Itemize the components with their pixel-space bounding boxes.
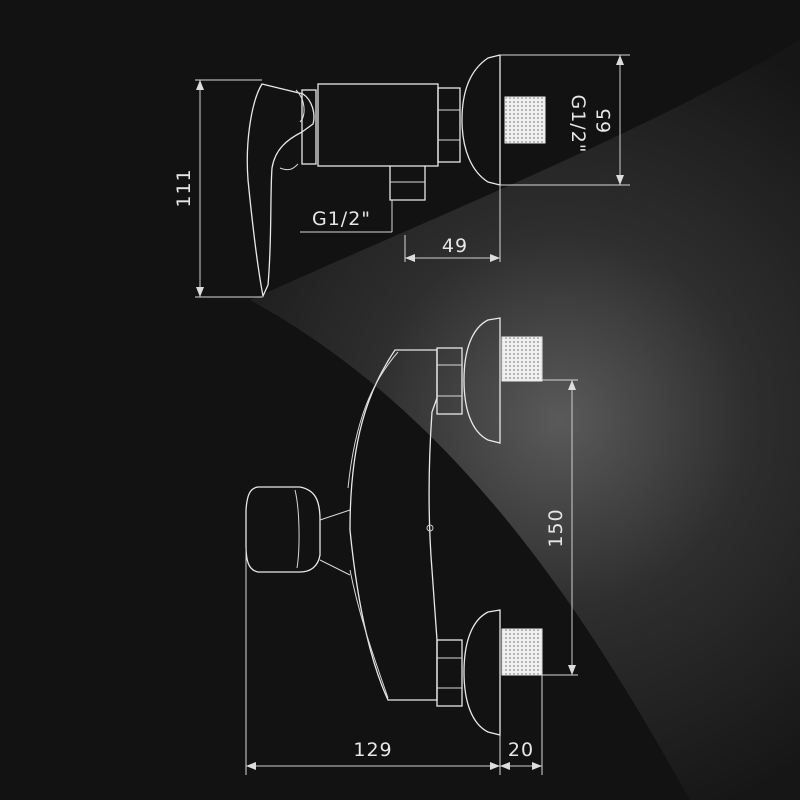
dim-arrow-49-left — [405, 254, 415, 262]
front-top-flange — [463, 317, 501, 444]
front-handle-link-bottom — [319, 559, 351, 576]
top-view: 111 G1/2" 49 G1/2" 65 — [173, 54, 630, 299]
dim-label-150: 150 — [545, 508, 567, 547]
top-lever-handle — [246, 83, 315, 299]
background-light-arc — [250, 40, 800, 800]
top-lever-edge — [295, 89, 305, 123]
front-handle-curve — [294, 489, 300, 569]
dim-label-129: 129 — [353, 739, 392, 761]
front-view: 150 129 20 — [245, 317, 578, 775]
top-outlet — [389, 166, 426, 201]
dim-arrow-150-top — [568, 380, 576, 390]
dim-arrow-111-bottom — [196, 287, 204, 297]
front-bottom-nut — [436, 639, 463, 707]
front-body-dot — [426, 524, 434, 532]
dim-arrow-49-right — [490, 254, 500, 262]
front-bottom-flange — [463, 609, 501, 736]
dim-label-65: 65 — [593, 107, 615, 133]
front-top-nut — [436, 347, 463, 415]
top-nut — [437, 87, 461, 163]
top-body-collar — [301, 89, 317, 165]
dim-arrow-150-bottom — [568, 665, 576, 675]
front-handle — [245, 486, 321, 573]
front-handle-link-top — [319, 509, 351, 521]
dim-label-111: 111 — [173, 168, 195, 207]
top-wall-flange — [461, 54, 501, 186]
dim-label-20: 20 — [508, 739, 534, 761]
front-bottom-connector — [501, 628, 543, 676]
front-body-highlight — [347, 351, 399, 489]
thread-label-right: G1/2" — [567, 94, 589, 153]
front-body — [349, 349, 438, 701]
dim-label-49: 49 — [442, 235, 468, 257]
front-body-highlight-lower — [349, 569, 389, 699]
front-top-connector — [501, 336, 543, 382]
dim-arrow-65-bottom — [616, 175, 624, 185]
thread-label-left: G1/2" — [312, 208, 371, 230]
dim-arrow-129-right — [490, 762, 500, 770]
dim-arrow-129-left — [246, 762, 256, 770]
top-lever-curl — [279, 163, 299, 171]
dim-arrow-65-top — [616, 55, 624, 65]
top-threaded-connector — [504, 96, 546, 144]
dim-arrow-20-right — [532, 762, 542, 770]
dim-arrow-20-left — [500, 762, 510, 770]
dim-arrow-111-top — [196, 80, 204, 90]
